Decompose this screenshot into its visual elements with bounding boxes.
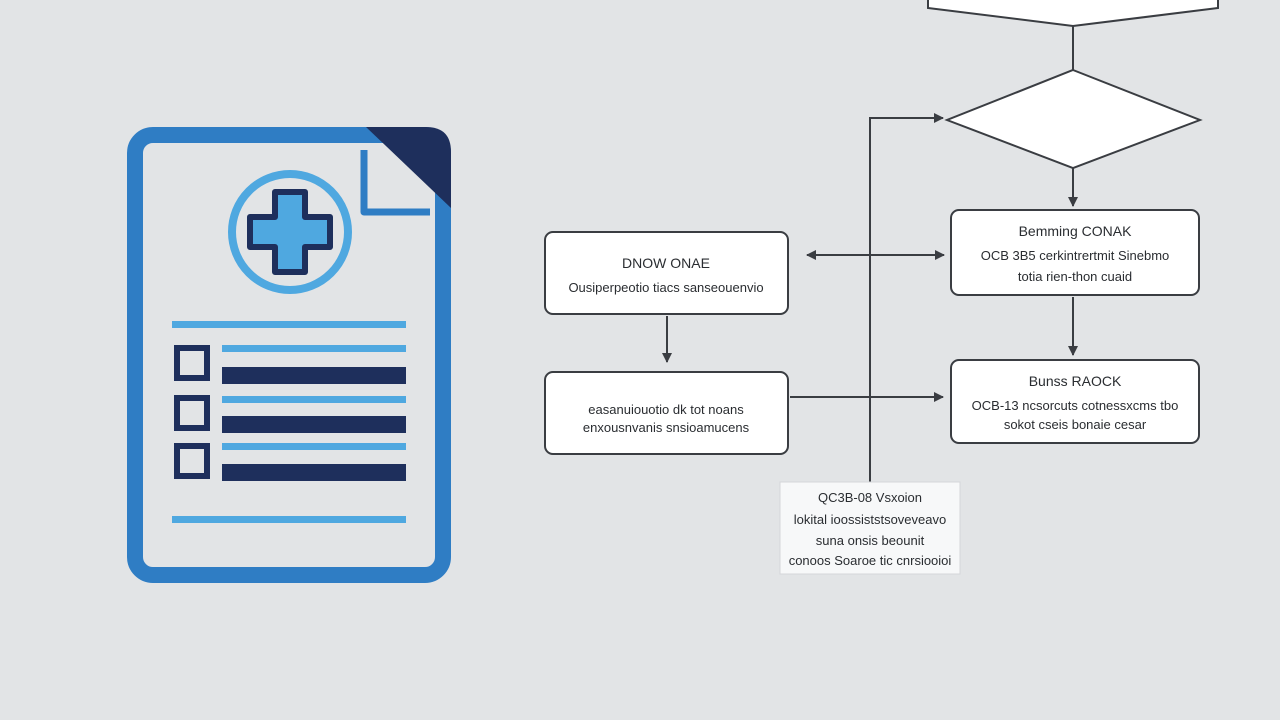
checkbox-icon: [174, 345, 210, 381]
box-title: Bunss RAOCK: [1029, 373, 1122, 389]
process-box-left-top: DNOW ONAE Ousiperpeotio tiacs sanseouenv…: [544, 231, 789, 315]
note-box: QC3B-08 Vsxoion lokital ioossiststsoveve…: [779, 481, 961, 575]
checkbox-icon: [174, 443, 210, 479]
box-text-line: OCB 3B5 cerkintrertmit Sinebmo: [981, 248, 1170, 263]
process-box-right-top: Bemming CONAK OCB 3B5 cerkintrertmit Sin…: [950, 209, 1200, 296]
box-title: DNOW ONAE: [622, 255, 710, 271]
box-text-line: enxousnvanis snsioamucens: [583, 420, 750, 435]
flow-top-shape: [927, 0, 1219, 28]
flowchart-connectors: [662, 26, 1078, 484]
note-line: suna onsis beounit: [816, 533, 925, 548]
box-title: Bemming CONAK: [1019, 223, 1132, 239]
checklist-row: [174, 345, 406, 384]
process-box-left-bottom: easanuiouotio dk tot noans enxousnvanis …: [544, 371, 789, 455]
document-line: [172, 516, 406, 523]
medical-document-illustration: [127, 127, 451, 583]
document-corner-fold: [366, 127, 451, 208]
checkbox-icon: [174, 395, 210, 431]
connector-double-arrow-head: [806, 250, 816, 260]
checklist-row: [174, 443, 406, 481]
medical-cross-icon: [228, 170, 352, 294]
box-text: Ousiperpeotio tiacs sanseouenvio: [568, 280, 763, 295]
box-text-line: totia rien-thon cuaid: [1018, 269, 1132, 284]
box-text-line: sokot cseis bonaie cesar: [1004, 417, 1147, 432]
document-sheet: [127, 127, 451, 583]
note-line: conoos Soaroe tic cnrsiooioi: [789, 553, 952, 568]
connector-note-to-diamond: [869, 113, 944, 484]
document-line: [172, 321, 406, 328]
document-fold-line: [360, 150, 430, 216]
process-box-right-bottom: Bunss RAOCK OCB-13 ncsorcuts cotnessxcms…: [950, 359, 1200, 444]
checklist-row: [174, 395, 406, 433]
decision-diamond: [944, 68, 1203, 170]
box-text-line: OCB-13 ncsorcuts cotnessxcms tbo: [972, 398, 1179, 413]
box-text-line: easanuiouotio dk tot noans: [588, 402, 744, 417]
note-line: lokital ioossiststsoveveavo: [794, 512, 946, 527]
note-line: QC3B-08 Vsxoion: [818, 490, 922, 505]
